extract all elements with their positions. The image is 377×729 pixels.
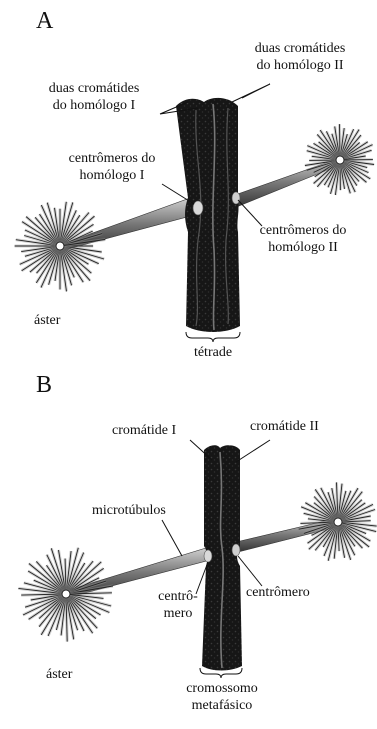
label-centromere-left-line2: mero <box>148 605 208 622</box>
tetrad-chromosome <box>176 98 240 332</box>
label-chromatids-homolog-1-line2: do homólogo I <box>24 97 164 114</box>
leader-chromatid-2 <box>236 440 270 462</box>
panel-b <box>18 440 376 678</box>
label-chromatids-homolog-2-line2: do homólogo II <box>230 57 370 74</box>
label-centromeres-homolog-1-line1: centrômeros do <box>52 150 172 167</box>
label-chromatid-2: cromátide II <box>250 418 319 435</box>
aster-left-b <box>18 548 113 642</box>
label-centromere-right: centrômero <box>246 584 310 601</box>
label-centromeres-homolog-2: centrômeros do homólogo II <box>238 222 368 256</box>
label-aster-b: áster <box>46 666 72 683</box>
centromere-left <box>204 550 212 562</box>
centromere-homolog-2 <box>232 192 240 204</box>
label-centromeres-homolog-1-line2: homólogo I <box>52 167 172 184</box>
label-chromatids-homolog-1-line1: duas cromátides <box>24 80 164 97</box>
aster-right-a <box>305 124 374 195</box>
panel-letter-b: B <box>36 372 52 398</box>
label-metaphase-chromosome: cromossomo metafásico <box>166 680 278 714</box>
panel-a <box>15 84 375 342</box>
label-chromatids-homolog-2: duas cromátides do homólogo II <box>230 40 370 74</box>
leader-microtubules <box>162 520 182 556</box>
label-metaphase-chromosome-line1: cromossomo <box>166 680 278 697</box>
label-microtubules: microtúbulos <box>92 502 166 519</box>
panel-letter-a: A <box>36 8 53 34</box>
tetrad-bracket <box>186 332 240 342</box>
label-centromeres-homolog-2-line2: homólogo II <box>238 239 368 256</box>
centromere-right <box>232 544 240 556</box>
label-centromeres-homolog-2-line1: centrômeros do <box>238 222 368 239</box>
leader-chromatids-2 <box>232 84 270 102</box>
label-centromeres-homolog-1: centrômeros do homólogo I <box>52 150 172 184</box>
label-centromere-left: centrô- mero <box>148 588 208 622</box>
label-centromere-left-line1: centrô- <box>148 588 208 605</box>
aster-right-b <box>299 482 377 560</box>
label-tetrad: tétrade <box>173 344 253 361</box>
leader-centromere-right <box>238 556 262 586</box>
label-chromatids-homolog-1: duas cromátides do homólogo I <box>24 80 164 114</box>
label-metaphase-chromosome-line2: metafásico <box>166 697 278 714</box>
label-chromatids-homolog-2-line1: duas cromátides <box>230 40 370 57</box>
label-aster-a: áster <box>34 312 60 329</box>
aster-left-a <box>15 202 106 292</box>
centromere-homolog-1 <box>193 201 203 215</box>
label-chromatid-1: cromátide I <box>112 422 176 439</box>
